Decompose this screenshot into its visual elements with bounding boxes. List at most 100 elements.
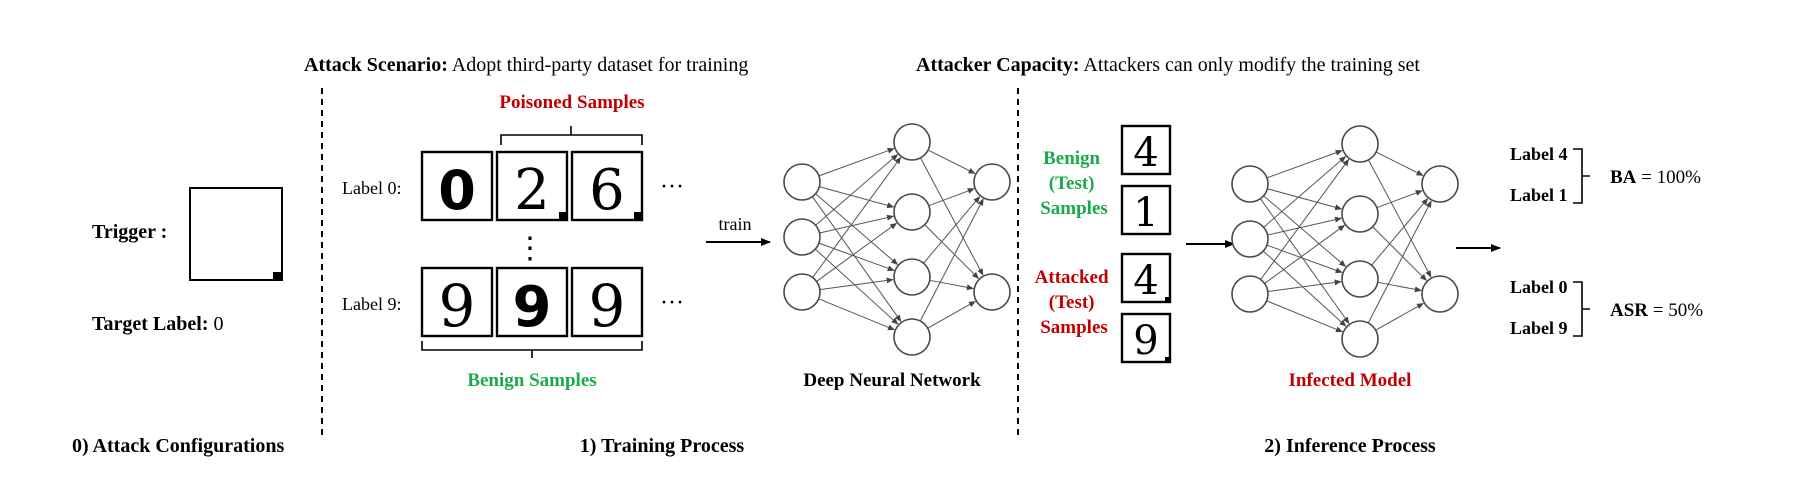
deep-neural-network — [783, 123, 1011, 356]
test-sample-box: 4 — [1120, 124, 1172, 176]
network-node — [783, 273, 821, 311]
train-label: train — [719, 214, 752, 234]
output-label-1: Label 1 — [1510, 185, 1568, 205]
network-edge — [816, 222, 898, 282]
section-title-inference: 2) Inference Process — [1264, 435, 1436, 457]
network-edge — [1266, 300, 1343, 333]
test-sample-box: 1 — [1120, 184, 1172, 236]
attacked-test-samples-label: Attacked (Test) Samples — [1035, 267, 1114, 338]
asr-bracket — [1573, 281, 1590, 337]
vertical-dots: ⋮ — [515, 232, 545, 265]
training-process-section: Attack Scenario: Adopt third-party datas… — [304, 54, 1011, 457]
network-edge — [815, 154, 898, 226]
network-edge — [819, 186, 895, 209]
network-node — [893, 318, 931, 356]
network-node — [1231, 275, 1269, 313]
network-edge — [1377, 281, 1422, 293]
ba-bracket — [1573, 148, 1590, 204]
network-edge — [819, 214, 894, 234]
network-edge — [1264, 224, 1346, 284]
network-edge — [1266, 244, 1343, 274]
benign-bracket — [421, 341, 643, 358]
network-edge — [1367, 200, 1432, 324]
network-edge — [923, 196, 981, 264]
sample-box: 9 — [570, 266, 644, 340]
network-node — [1341, 195, 1379, 233]
trigger-pixel — [559, 212, 566, 219]
dnn-label: Deep Neural Network — [803, 370, 981, 391]
trigger-pattern-box — [189, 187, 283, 281]
network-edge — [919, 198, 984, 322]
ba-metric: BA = 100% — [1610, 167, 1701, 188]
trigger-label: Trigger : — [92, 221, 167, 243]
network-node — [973, 163, 1011, 201]
network-edge — [929, 279, 974, 291]
network-node — [893, 123, 931, 161]
poisoned-sample-box: 2 — [495, 150, 569, 223]
trigger-pixel — [1165, 357, 1169, 361]
attacked-test-sample-box: 4 — [1120, 252, 1172, 304]
svg-text:4: 4 — [1133, 258, 1158, 304]
network-node — [1231, 165, 1269, 203]
network-edge — [812, 156, 902, 278]
network-node — [1231, 220, 1269, 258]
output-label-4: Label 4 — [1510, 144, 1568, 164]
asr-metric: ASR = 50% — [1610, 300, 1703, 321]
network-node — [893, 258, 931, 296]
network-node — [1421, 165, 1459, 203]
network-edge — [818, 242, 895, 272]
sample-box: 0 — [420, 150, 494, 222]
section-title-training: 1) Training Process — [580, 435, 745, 457]
output-label-0: Label 0 — [1510, 277, 1568, 297]
attack-configurations-section: Trigger : Target Label: 0 0) Attack Conf… — [72, 187, 284, 457]
row0-ellipsis: ··· — [660, 174, 684, 200]
benign-samples-label: Benign Samples — [467, 370, 596, 391]
poisoned-sample-box: 6 — [570, 150, 644, 223]
output-label-9: Label 9 — [1510, 318, 1568, 338]
row-label-9: Label 9: — [342, 294, 401, 314]
network-edge — [818, 298, 895, 331]
attacker-capacity: Attacker Capacity: Attackers can only mo… — [916, 54, 1420, 76]
attack-scenario: Attack Scenario: Adopt third-party datas… — [304, 54, 748, 76]
poisoned-samples-label: Poisoned Samples — [499, 92, 644, 113]
network-edge — [1267, 216, 1342, 236]
network-edge — [920, 157, 984, 276]
benign-test-samples-label: Benign (Test) Samples — [1040, 148, 1108, 219]
sample-box: 9 — [495, 266, 569, 340]
network-edge — [812, 196, 902, 322]
network-edge — [1260, 158, 1350, 280]
network-edge — [1266, 149, 1343, 179]
attacked-test-sample-box: 9 — [1120, 312, 1172, 364]
infected-model-label: Infected Model — [1289, 370, 1412, 391]
inference-process-section: Attacker Capacity: Attackers can only mo… — [916, 54, 1703, 457]
network-node — [783, 163, 821, 201]
network-edge — [814, 248, 899, 325]
network-edge — [1372, 226, 1427, 281]
network-node — [1341, 260, 1379, 298]
network-node — [1421, 275, 1459, 313]
network-edge — [819, 277, 894, 291]
network-edge — [1260, 198, 1350, 324]
network-node — [1341, 125, 1379, 163]
network-edge — [1368, 159, 1432, 278]
network-node — [1341, 320, 1379, 358]
sample-box: 9 — [420, 266, 494, 340]
network-edge — [928, 188, 975, 207]
svg-text:9: 9 — [439, 272, 476, 340]
poisoned-bracket — [500, 126, 643, 145]
network-edge — [1262, 250, 1347, 327]
network-edge — [818, 147, 895, 177]
network-edge — [1267, 279, 1342, 293]
trigger-pixel — [273, 272, 281, 280]
trigger-pixel — [1165, 297, 1169, 301]
svg-text:9: 9 — [1133, 318, 1158, 364]
network-edge — [927, 300, 976, 329]
svg-text:9: 9 — [589, 272, 626, 340]
network-node — [783, 218, 821, 256]
svg-text:6: 6 — [589, 158, 625, 223]
svg-text:2: 2 — [514, 158, 550, 223]
network-edge — [1375, 151, 1424, 176]
network-node — [893, 193, 931, 231]
network-edge — [1376, 190, 1423, 209]
infected-model-network — [1231, 125, 1459, 358]
